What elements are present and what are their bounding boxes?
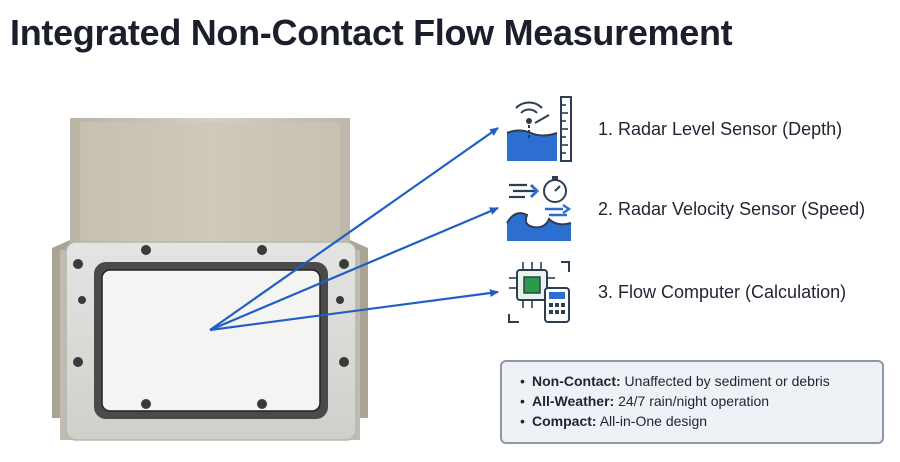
benefit-desc: 24/7 rain/night operation — [618, 393, 770, 409]
benefit-desc: All-in-One design — [599, 413, 708, 429]
bullet-icon: • — [520, 393, 525, 409]
benefit-term: All-Weather: — [532, 393, 615, 409]
device-bolts — [73, 245, 349, 409]
pointer-arrows — [209, 127, 499, 332]
radar-level-icon — [506, 96, 572, 162]
feature-label: 1. Radar Level Sensor (Depth) — [598, 119, 843, 139]
benefit-term: Compact: — [532, 413, 597, 429]
feature-radar-level: 1. Radar Level Sensor (Depth) — [505, 95, 895, 165]
benefit-item: • Non-Contact: Unaffected by sediment or … — [520, 371, 882, 391]
feature-flow-computer: 3. Flow Computer (Calculation) — [505, 258, 895, 328]
feature-radar-velocity: 2. Radar Velocity Sensor (Speed) — [505, 175, 895, 245]
bullet-icon: • — [520, 413, 525, 429]
arrow-to-flow-computer — [209, 289, 499, 332]
bullet-icon: • — [520, 373, 525, 389]
feature-label: 3. Flow Computer (Calculation) — [598, 282, 847, 302]
benefit-desc: Unaffected by sediment or debris — [624, 373, 830, 389]
device-window — [101, 269, 321, 412]
benefit-item: • Compact: All-in-One design — [520, 411, 882, 431]
arrow-to-velocity-sensor — [209, 206, 499, 332]
page-title: Integrated Non-Contact Flow Measurement — [10, 12, 733, 53]
arrow-to-level-sensor — [209, 127, 499, 331]
velocity-stopwatch-icon — [506, 176, 572, 241]
benefits-box: • Non-Contact: Unaffected by sediment or … — [500, 360, 884, 444]
flow-computer-icon — [508, 261, 570, 323]
benefit-item: • All-Weather: 24/7 rain/night operation — [520, 391, 882, 411]
feature-label: 2. Radar Velocity Sensor (Speed) — [598, 199, 866, 219]
benefit-term: Non-Contact: — [532, 373, 621, 389]
